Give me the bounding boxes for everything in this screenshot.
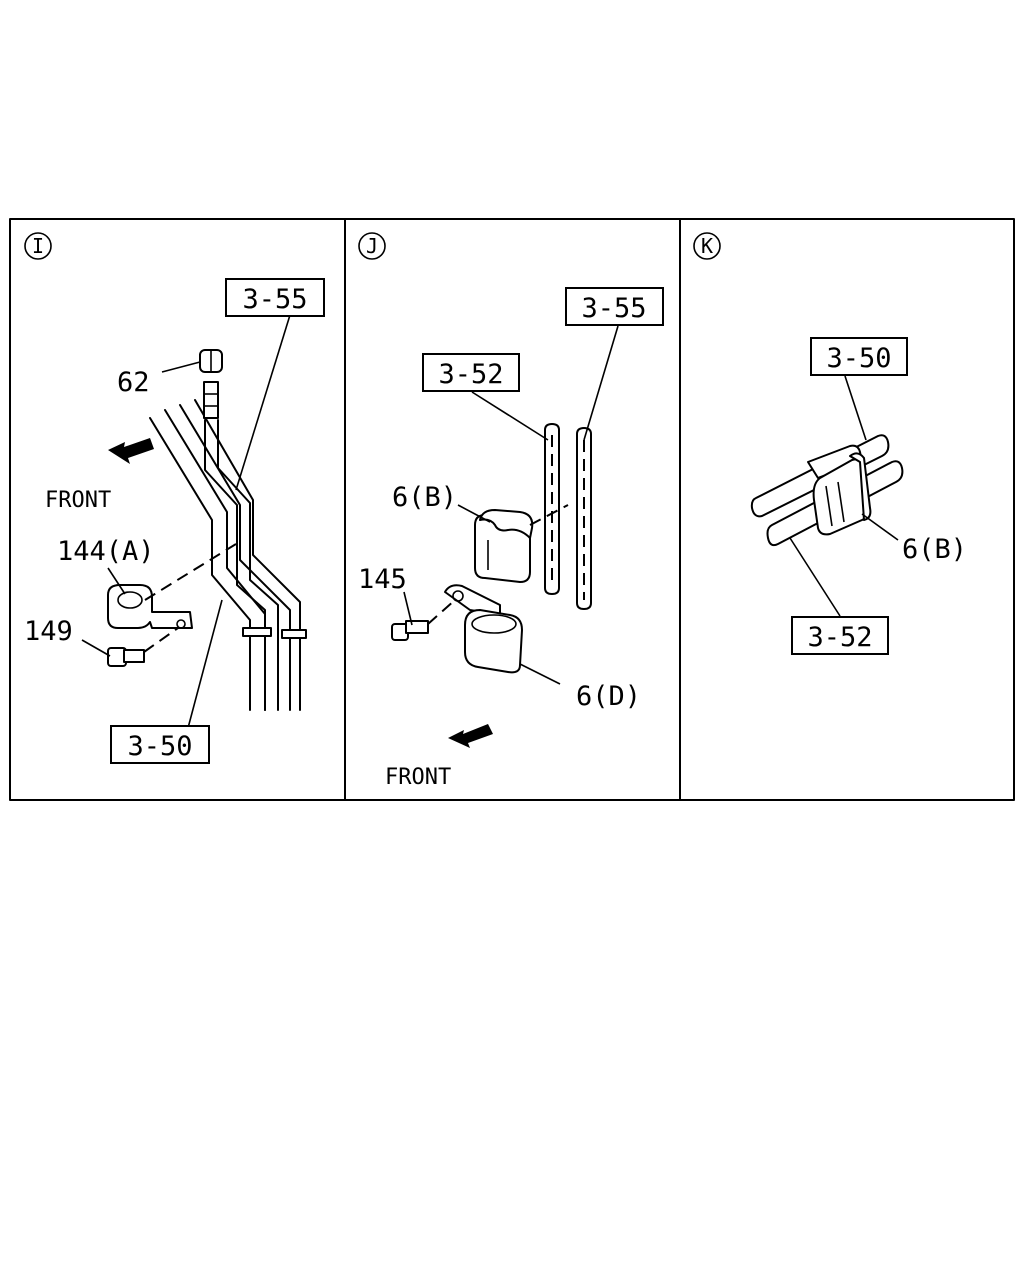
bolt-145-drawing	[391, 599, 456, 641]
panel-k: K 3-50 6(B) 3-52	[693, 232, 967, 655]
panel-i-front-label: FRONT	[45, 488, 111, 513]
clip-6b-drawing	[474, 509, 534, 583]
leader-145	[403, 591, 413, 626]
leader-149	[81, 639, 111, 657]
panel-i-marker: I	[24, 232, 52, 260]
panel-j-marker: J	[358, 232, 386, 260]
leader-3-50-k	[844, 375, 867, 441]
clip-mount-line-j	[529, 504, 569, 526]
label-box-3-55	[225, 278, 325, 317]
pipe-3-55-drawing-j	[576, 427, 592, 610]
panel-k-marker: K	[693, 232, 721, 260]
front-arrow-icon	[108, 438, 154, 464]
panel-i-id: I	[32, 234, 44, 258]
leader-6d	[519, 663, 561, 685]
label-box-3-52-k	[791, 616, 889, 655]
hose-clamps-drawing	[242, 627, 307, 639]
panel-j-front-label: FRONT	[385, 765, 451, 790]
part-label-144a: 144(A)	[57, 536, 155, 567]
leader-6b-j	[457, 504, 491, 523]
leader-144a	[107, 567, 126, 595]
part-label-6b-k: 6(B)	[902, 534, 967, 565]
panel-i: I FRONT	[24, 232, 325, 764]
part-label-3-55: 3-55	[242, 284, 307, 315]
leader-62	[161, 361, 201, 373]
label-box-3-50-k	[810, 337, 908, 376]
part-label-145: 145	[358, 564, 407, 595]
part-label-3-55-j: 3-55	[581, 293, 646, 324]
part-label-3-50: 3-50	[127, 731, 192, 762]
clamp-mount-line	[144, 543, 237, 601]
clip-6d-drawing	[444, 584, 523, 674]
clip-6b-drawing-k	[807, 444, 872, 536]
pipe-3-52-drawing	[544, 423, 560, 595]
nut-62-drawing	[199, 349, 223, 419]
bolt-149-drawing	[107, 627, 179, 667]
part-label-3-50-k: 3-50	[826, 343, 891, 374]
front-arrow-icon-j	[448, 724, 493, 748]
panel-j: J F	[358, 232, 664, 790]
leader-3-55-j	[583, 325, 619, 441]
panel-j-id: J	[366, 234, 378, 258]
leader-6b-k	[861, 513, 899, 541]
leader-3-52-k	[789, 537, 841, 617]
part-label-62: 62	[117, 367, 150, 398]
part-label-149: 149	[24, 616, 73, 647]
label-box-3-55-j	[565, 287, 664, 326]
clamp-144a-drawing	[107, 584, 193, 629]
part-label-3-52-j: 3-52	[438, 359, 503, 390]
leader-3-52-j	[471, 391, 549, 441]
part-label-6d: 6(D)	[576, 681, 641, 712]
part-label-6b-j: 6(B)	[392, 482, 457, 513]
label-box-3-50	[110, 725, 210, 764]
leader-3-50	[187, 599, 223, 729]
part-label-3-52-k: 3-52	[807, 622, 872, 653]
diagram-frame	[9, 218, 1015, 801]
leader-3-55	[235, 314, 291, 491]
label-box-3-52-j	[422, 353, 520, 392]
panel-k-id: K	[701, 234, 713, 258]
